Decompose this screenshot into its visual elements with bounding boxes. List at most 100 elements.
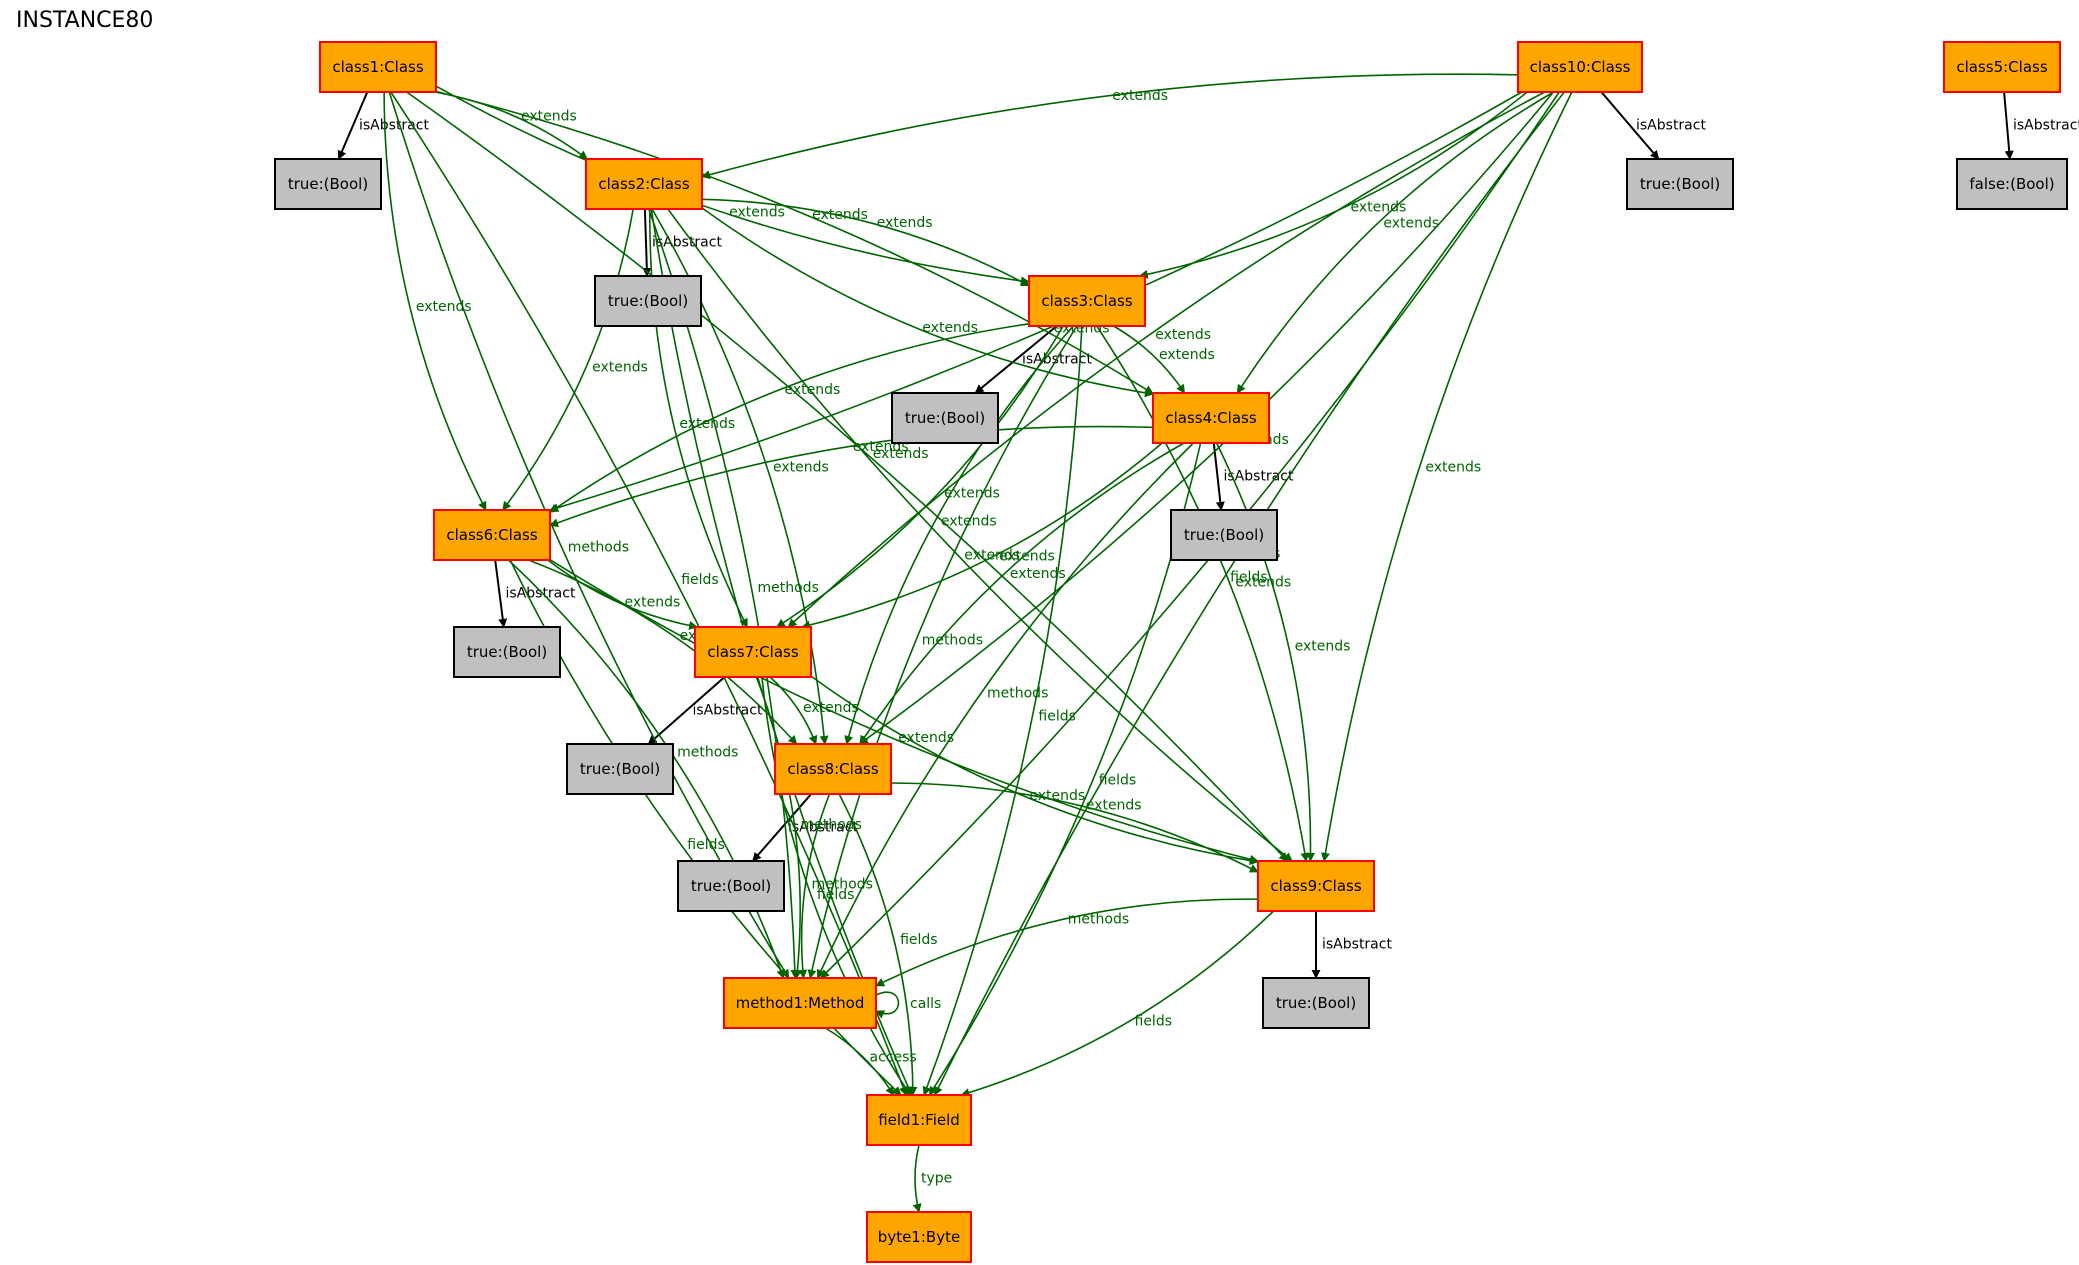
edge-class7-b7: isAbstract (647, 676, 763, 745)
edge-label: extends (773, 459, 829, 475)
edge-class6-b6: isAbstract (494, 559, 576, 628)
node-b9[interactable]: true:(Bool) (1262, 977, 1370, 1029)
node-class4[interactable]: class4:Class (1152, 392, 1270, 444)
edge-label: fields (1230, 570, 1268, 586)
node-b2[interactable]: true:(Bool) (594, 275, 702, 327)
node-box (274, 158, 382, 210)
edge-class2-b2: isAbstract (642, 208, 722, 277)
edge-label: isAbstract (693, 703, 763, 719)
edge-class2-class4: extends (701, 207, 1154, 398)
edge-class3-class9: extends (1096, 325, 1310, 862)
edge-label: fields (1038, 709, 1076, 725)
edge-class9-b9: isAbstract (1311, 911, 1392, 979)
edge-class1-method1: methods (388, 91, 790, 979)
edge-label: extends (1351, 199, 1407, 215)
edge-line (494, 559, 508, 628)
edge-line (406, 91, 1289, 862)
node-class5[interactable]: class5:Class (1943, 41, 2061, 93)
edge-class3-field1: fields (922, 325, 1083, 1096)
node-box (677, 860, 785, 912)
node-method1[interactable]: method1:Method (723, 977, 877, 1029)
node-class6[interactable]: class6:Class (433, 509, 551, 561)
node-label: false:(Bool) (1969, 175, 2054, 193)
node-class1[interactable]: class1:Class (319, 41, 437, 93)
node-box (1028, 275, 1146, 327)
edge-label: fields (900, 932, 938, 948)
node-byte1[interactable]: byte1:Byte (866, 1211, 972, 1263)
edge-line (1212, 442, 1225, 511)
edge-line (1236, 91, 1555, 394)
node-b3[interactable]: true:(Bool) (891, 392, 999, 444)
edge-line (752, 793, 812, 862)
node-label: true:(Bool) (1640, 175, 1720, 193)
edge-line (838, 793, 918, 1096)
node-b10[interactable]: true:(Bool) (1626, 158, 1734, 210)
edge-line (875, 991, 900, 1019)
edge-class4-class9: extends (1215, 442, 1351, 862)
node-class10[interactable]: class10:Class (1517, 41, 1643, 93)
edge-line (922, 325, 1083, 1096)
node-b1[interactable]: true:(Bool) (274, 158, 382, 210)
node-b8[interactable]: true:(Bool) (677, 860, 785, 912)
node-label: byte1:Byte (878, 1228, 960, 1246)
edge-line (1096, 325, 1310, 862)
node-class2[interactable]: class2:Class (585, 158, 703, 210)
edge-line (667, 208, 1293, 862)
edge-label: isAbstract (359, 118, 429, 134)
node-box (1152, 392, 1270, 444)
edge-class7-field1: fields (761, 676, 911, 1096)
edge-class1-class3: extends (435, 85, 1030, 286)
edge-label: fields (1135, 1014, 1173, 1030)
edge-label: type (921, 1171, 952, 1187)
edge-label: access (870, 1049, 917, 1065)
edge-class1-class4: extends (435, 90, 1154, 395)
node-b7[interactable]: true:(Bool) (566, 743, 674, 795)
diagram-title: INSTANCE80 (16, 8, 154, 33)
edge-label: calls (910, 996, 941, 1012)
edge-label: extends (521, 108, 577, 124)
nodes-layer: class1:Class class10:Class class5:Class tru… (274, 41, 2068, 1263)
node-label: true:(Bool) (467, 643, 547, 661)
edge-label: extends (877, 215, 933, 231)
edge-class7-method1: methods (755, 676, 862, 979)
node-class8[interactable]: class8:Class (774, 743, 892, 795)
node-label: class9:Class (1270, 877, 1361, 895)
edge-class2-class3: extends (701, 198, 1030, 287)
node-box (1262, 977, 1370, 1029)
edge-label: fields (1099, 773, 1137, 789)
node-b6[interactable]: true:(Bool) (453, 626, 561, 678)
node-box (319, 41, 437, 93)
edge-label: extends (964, 548, 1020, 564)
edge-label: extends (1010, 566, 1066, 582)
node-class7[interactable]: class7:Class (694, 626, 812, 678)
node-b4[interactable]: true:(Bool) (1170, 509, 1278, 561)
edge-line (1600, 91, 1660, 160)
node-box (1257, 860, 1375, 912)
edge-line (388, 91, 790, 979)
edge-label: extends (625, 595, 681, 611)
node-box (1626, 158, 1734, 210)
edge-label: isAbstract (652, 235, 722, 251)
edge-label: extends (922, 320, 978, 336)
edge-label: extends (1295, 638, 1351, 654)
edge-line (390, 91, 908, 1096)
edge-label: extends (803, 700, 859, 716)
edge-label: extends (944, 486, 1000, 502)
node-box (1170, 509, 1278, 561)
node-class3[interactable]: class3:Class (1028, 275, 1146, 327)
edge-line (701, 198, 1030, 287)
edge-line (549, 559, 1259, 864)
node-label: field1:Field (878, 1111, 960, 1129)
node-label: class2:Class (598, 175, 689, 193)
edge-line (816, 442, 1194, 979)
edge-line (912, 1144, 922, 1213)
edge-class4-class8: extends (859, 442, 1185, 745)
edge-line (807, 325, 1078, 979)
node-label: true:(Bool) (608, 292, 688, 310)
node-b5[interactable]: false:(Bool) (1956, 158, 2068, 210)
node-field1[interactable]: field1:Field (866, 1094, 972, 1146)
edge-class7-class9: extends (810, 675, 1259, 866)
node-class9[interactable]: class9:Class (1257, 860, 1375, 912)
edge-label: methods (1068, 912, 1129, 928)
edge-label: isAbstract (1636, 118, 1706, 134)
